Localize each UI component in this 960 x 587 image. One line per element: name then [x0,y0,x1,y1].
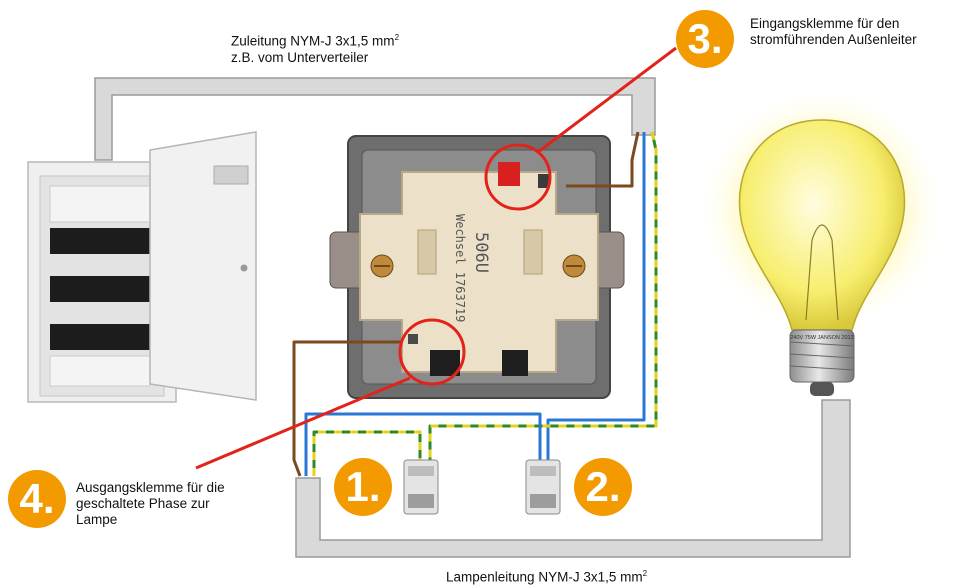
switched-phase-wire [292,340,402,477]
callout-4-line1: Ausgangsklemme für die [76,480,225,495]
lamp-cable-label: Lampenleitung NYM-J 3x1,5 mm2 [446,566,647,586]
supply-cable-sup: 2 [394,33,400,42]
lamp-cable-sup: 2 [642,569,648,578]
callout-4-line3: Lampe [76,512,118,527]
callout-3-line2: stromführenden Außenleiter [750,32,917,47]
callout-4-text: Ausgangsklemme für die geschaltete Phase… [76,480,225,528]
phase-in-wire [566,131,640,188]
terminal-earth [403,459,439,515]
terminal-neutral [525,459,561,515]
bulb-label: 240V 75W JANSON 2012 [790,335,853,341]
lamp-cable-text: Lampenleitung NYM-J 3x1,5 mm [446,569,643,585]
marker-input-terminal [484,46,677,211]
neutral-wire [546,132,646,460]
callout-3-text: Eingangsklemme für den stromführenden Au… [750,16,917,48]
supply-cable-subtext: z.B. vom Unterverteiler [231,49,369,65]
terminal-1-badge: 1. [334,458,392,516]
lamp-neutral-wire [304,412,542,476]
callout-4-line2: geschaltete Phase zur [76,496,210,511]
supply-conduit [94,77,656,161]
switch-type-label: Wechsel 1763719 [453,214,467,322]
callout-3-line1: Eingangsklemme für den [750,16,900,31]
callout-4-badge: 4. [8,470,66,528]
light-bulb: 240V 75W JANSON 2012 [697,85,947,396]
switch-model-label: 506U [471,232,491,273]
lamp-conduit [295,399,851,558]
supply-cable-text: Zuleitung NYM-J 3x1,5 mm [231,33,395,49]
terminal-2-badge: 2. [574,458,632,516]
callout-3-badge: 3. [676,10,734,68]
supply-cable-label: Zuleitung NYM-J 3x1,5 mm2 z.B. vom Unter… [231,30,399,66]
distribution-board [27,131,257,403]
marker-output-terminal [195,318,466,470]
wall-switch: 506U Wechsel 1763719 [329,135,625,399]
wires [292,131,658,477]
